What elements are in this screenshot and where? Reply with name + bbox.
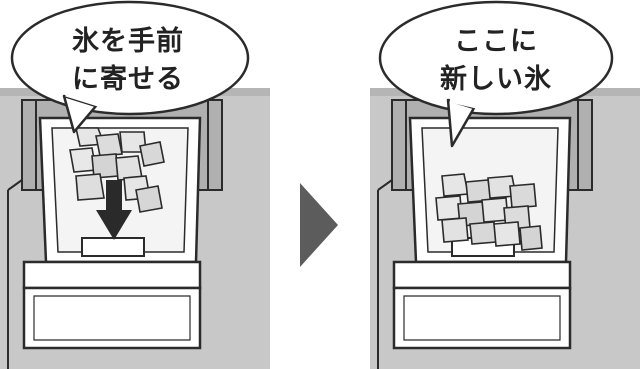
bubble-text-before: 氷を手前 に寄せる [38,23,218,99]
speech-bubble-after [378,0,614,148]
bubble-line-1: 氷を手前 [72,26,184,57]
bubble-line-2: 新しい氷 [440,64,552,95]
bubble-text-after: ここに 新しい氷 [406,23,586,99]
bubble-line-2: に寄せる [72,64,184,95]
fridge-ice-tray-before [0,0,270,369]
next-step-arrow-icon [300,183,338,267]
speech-bubble-before [10,0,250,134]
ice-cubes [69,127,165,213]
illustration-after: ここに 新しい氷 [370,0,640,369]
fridge-ice-tray-after [370,0,640,369]
ice-cubes [435,173,543,251]
push-ice-forward-arrow-icon [96,180,132,240]
bubble-line-1: ここに [454,26,538,57]
illustration-before: 氷を手前 に寄せる [0,0,270,369]
